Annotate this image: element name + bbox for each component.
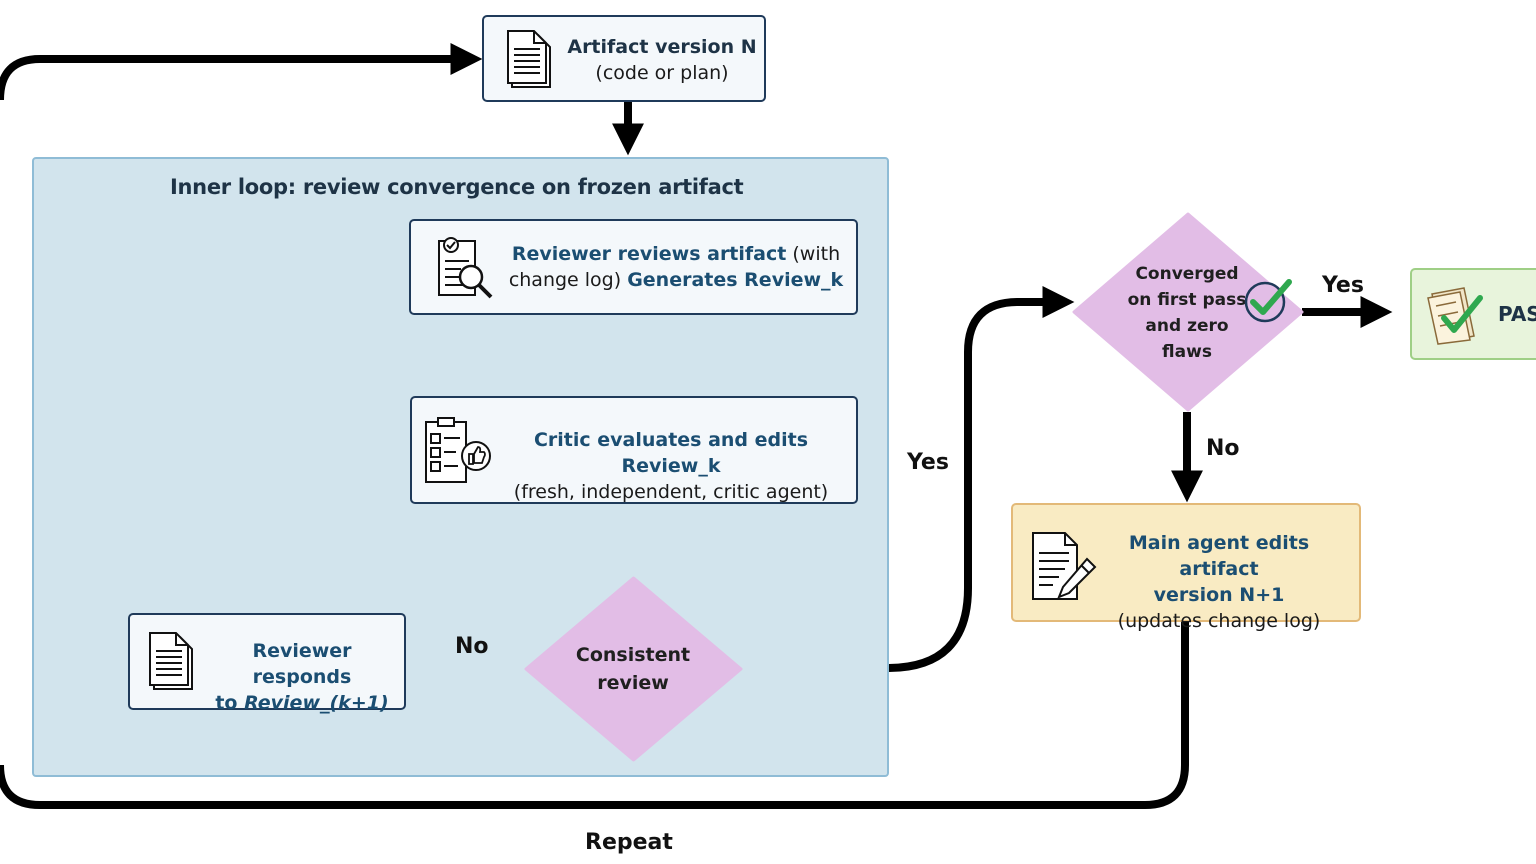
reviewer-text-1: Reviewer reviews artifact <box>511 243 787 265</box>
checklist-thumbs-up-icon <box>425 417 491 483</box>
edit-line-2: version N+1 <box>1153 584 1285 606</box>
responds-line-2-prefix: to <box>215 692 245 714</box>
label-repeat: Repeat <box>585 830 673 855</box>
edit-document-icon <box>1032 532 1097 600</box>
check-icon <box>1244 279 1292 323</box>
reviewer-box: Reviewer reviews artifact (with change l… <box>409 219 858 315</box>
consistent-line-2: review <box>597 672 669 694</box>
inner-loop-title: Inner loop: review convergence on frozen… <box>170 175 744 199</box>
repeat-arrow-top <box>0 43 483 101</box>
main-agent-edit-box: Main agent edits artifact version N+1 (u… <box>1011 503 1361 632</box>
artifact-subtitle: (code or plan) <box>595 62 729 84</box>
label-yes-right: Yes <box>1322 273 1364 298</box>
review-magnifier-icon <box>438 237 493 299</box>
edit-line-3: (updates change log) <box>1117 610 1321 632</box>
label-no-inner: No <box>455 634 489 659</box>
converged-diamond <box>1072 212 1304 412</box>
responds-box: Reviewer responds to Review_(k+1) <box>128 613 406 714</box>
repeat-arrow <box>0 622 1189 809</box>
converged-line-2: on first pass <box>1127 290 1247 310</box>
consistent-line-1: Consistent <box>575 644 691 666</box>
responds-line-1: Reviewer responds <box>252 640 352 688</box>
reviewer-text-4: Generates Review_k <box>627 269 844 291</box>
artifact-title: Artifact version N <box>567 36 757 58</box>
edit-line-1: Main agent edits artifact <box>1128 532 1310 580</box>
pass-label: PAS <box>1498 302 1536 326</box>
critic-subtitle: (fresh, independent, critic agent) <box>513 481 829 503</box>
reviewer-text-3: change log) <box>508 269 628 291</box>
converged-line-3: and zero <box>1145 316 1229 336</box>
artifact-box: Artifact version N (code or plan) <box>482 15 766 102</box>
consistent-review-diamond <box>524 576 743 762</box>
pass-box: PAS <box>1410 268 1536 360</box>
converged-line-1: Converged <box>1135 264 1239 284</box>
label-yes-mid: Yes <box>907 450 949 475</box>
approved-checklist-icon <box>1427 287 1483 345</box>
label-no-right: No <box>1206 436 1240 461</box>
arrow-yes-to-converged <box>742 286 1075 672</box>
document-icon <box>507 30 551 88</box>
reviewer-text-2: (with <box>786 243 841 265</box>
converged-line-4: flaws <box>1162 342 1212 362</box>
responds-line-2-review: Review_(k+1) <box>244 692 389 714</box>
critic-box: Critic evaluates and edits Review_k (fre… <box>410 396 858 504</box>
document-icon <box>149 632 193 690</box>
critic-title: Critic evaluates and edits Review_k <box>533 429 809 477</box>
